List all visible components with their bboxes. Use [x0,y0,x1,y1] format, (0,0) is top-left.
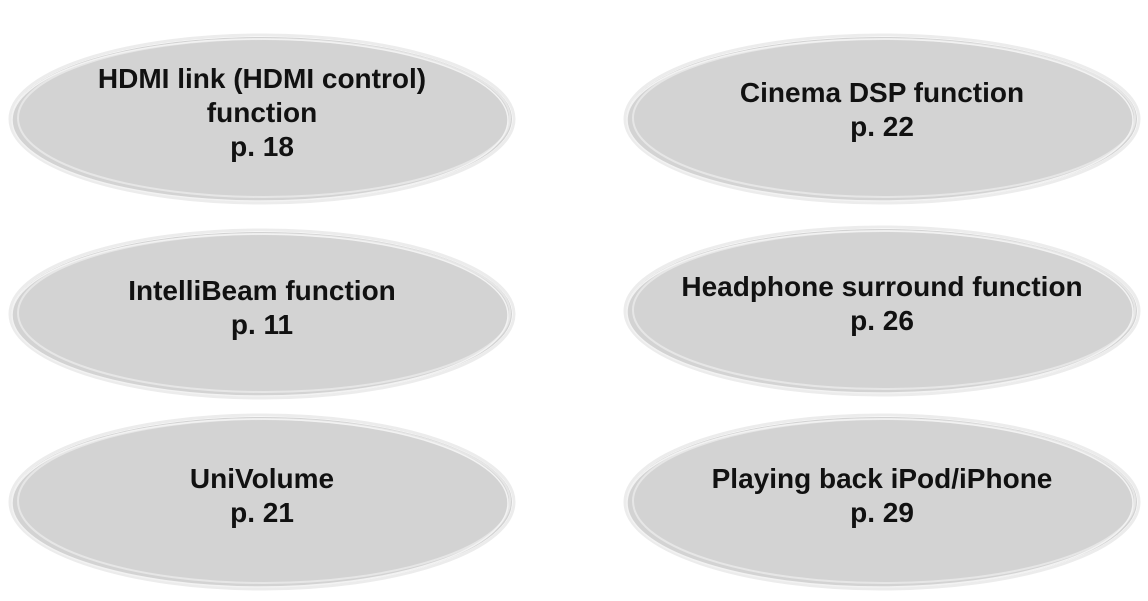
oval-shape [8,33,516,205]
oval-shape [623,225,1141,397]
feature-title-line: Cinema DSP function [739,77,1025,108]
feature-title-line: Headphone surround function [681,271,1083,302]
feature-title-line: Playing back iPod/iPhone [711,462,1053,494]
feature-oval-headphone-surround[interactable]: Headphone surround function p. 26 [621,222,1143,400]
oval-text: Cinema DSP function p. 22 [621,30,1143,208]
oval-text: Headphone surround function p. 26 [621,222,1143,400]
page-reference: p. 26 [850,305,914,336]
oval-text: IntelliBeam function p. 11 [6,225,518,403]
feature-title-line: UniVolume [189,462,335,494]
feature-oval-intellibeam[interactable]: IntelliBeam function p. 11 [6,225,518,403]
oval-text: HDMI link (HDMI control) function p. 18 [6,30,518,208]
page-reference: p. 21 [230,496,294,528]
page-reference: p. 29 [850,496,914,528]
page-reference: p. 11 [230,309,294,340]
feature-oval-cinema-dsp[interactable]: Cinema DSP function p. 22 [621,30,1143,208]
oval-shape [623,33,1141,205]
oval-shape [8,228,516,400]
feature-oval-hdmi-link[interactable]: HDMI link (HDMI control) function p. 18 [6,30,518,208]
oval-shape [623,413,1141,591]
feature-title-line: HDMI link (HDMI control) [97,63,427,94]
oval-text: UniVolume p. 21 [6,410,518,595]
page-reference: p. 18 [230,131,294,162]
oval-shape [8,413,516,591]
feature-oval-ipod-playback[interactable]: Playing back iPod/iPhone p. 29 [621,410,1143,595]
feature-title-line: function [206,97,318,128]
feature-oval-univolume[interactable]: UniVolume p. 21 [6,410,518,595]
oval-text: Playing back iPod/iPhone p. 29 [621,410,1143,595]
page-reference: p. 22 [850,111,914,142]
feature-title-line: IntelliBeam function [128,275,396,306]
